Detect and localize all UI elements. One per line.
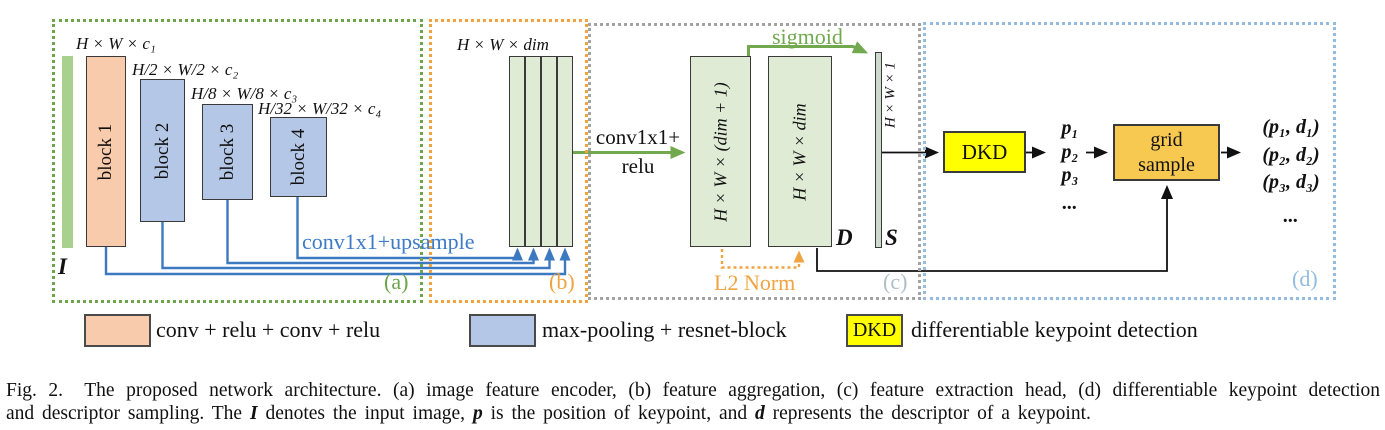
score-map-dim-label: H × W × 1 [882, 61, 899, 129]
output-pair-2: (p₂, d₂) [1262, 143, 1320, 166]
section-c-head-frame [588, 23, 921, 300]
skip-connection-label: conv1x1+upsample [302, 229, 475, 254]
output-ellipsis: ... [1283, 204, 1299, 227]
dkd-box-label: DKD [961, 139, 1008, 164]
section-d-dkd-frame [923, 22, 1336, 300]
section-d-label: (d) [1292, 266, 1318, 291]
output-pair-1: (p₁, d₁) [1262, 116, 1320, 138]
legend-resnet-swatch [469, 314, 536, 347]
keypoint-p3: p₃ [1061, 164, 1079, 186]
encoder-block-1-label: block 1 [95, 123, 116, 180]
caption-line1-text: The proposed network architecture. (a) i… [84, 380, 1381, 401]
caption-seg-0: and descriptor sampling. The [6, 403, 250, 424]
caption-seg-d: d [755, 403, 765, 424]
block-3-dim-label: H/8 × W/8 × c₃ [191, 84, 298, 103]
sigmoid-label: sigmoid [772, 24, 843, 49]
section-a-label: (a) [384, 269, 409, 294]
encoder-block-3-label: block 3 [216, 123, 238, 181]
section-a-encoder-frame [52, 19, 423, 303]
block-1-dim-label: H × W × c₁ [76, 34, 156, 53]
aggregated-feature-bar-2 [525, 56, 541, 247]
output-pair-3: (p₃, d₃) [1262, 171, 1320, 193]
legend-conv-label: conv + relu + conv + relu [156, 317, 381, 342]
caption-seg-I: I [249, 403, 258, 424]
section-c-label: (c) [883, 269, 908, 294]
grid-sample-label-line1: grid [1150, 128, 1183, 151]
caption-seg-p: p [472, 403, 483, 424]
aggregation-dim-label: H × W × dim [457, 35, 549, 54]
block-2-dim-label: H/2 × W/2 × c₂ [132, 60, 239, 79]
input-image-bar [62, 56, 73, 248]
score-map-letter: S [885, 225, 898, 250]
descriptor-map-dim-label: H × W × dim [789, 102, 810, 201]
aggregated-feature-bar-3 [541, 56, 557, 247]
descriptor-map-box: H × W × dim [768, 56, 832, 247]
aggregated-feature-bar-1 [509, 56, 525, 247]
keypoint-p2: p₂ [1061, 140, 1079, 163]
grid-sample-box: grid sample [1113, 124, 1220, 181]
legend-dkd-swatch: DKD [846, 314, 903, 347]
encoder-block-3: block 3 [202, 104, 253, 200]
section-b-label: (b) [549, 269, 575, 294]
section-b-aggregation-frame [429, 19, 588, 303]
feature-map-dim-plus-1-label: H × W × (dim + 1) [710, 81, 730, 222]
feature-map-dim-plus-1: H × W × (dim + 1) [690, 56, 751, 247]
aggregated-feature-bar-4 [557, 56, 573, 247]
encoder-block-4-label: block 4 [287, 128, 309, 186]
output-pair-list: (p₁, d₁) (p₂, d₂) (p₃, d₃) ... [1241, 114, 1341, 230]
legend-dkd-label: differentiable keypoint detection [911, 317, 1198, 342]
caption-seg-4: is the position of keypoint, and [482, 403, 755, 424]
encoder-block-2-label: block 2 [151, 122, 173, 179]
figure-caption-line2: and descriptor sampling. The I denotes t… [6, 402, 1380, 425]
score-map-bar [875, 52, 882, 248]
figure-number: Fig. 2. [6, 380, 64, 401]
block-4-dim-label: H/32 × W/32 × c₄ [258, 99, 382, 118]
legend-conv-swatch [84, 314, 151, 347]
input-image-label: I [58, 254, 67, 279]
conv1x1-relu-label-line1: conv1x1+ [595, 125, 681, 149]
conv1x1-relu-label-line2: relu [621, 154, 655, 178]
encoder-block-4: block 4 [270, 117, 327, 197]
keypoint-p1: p₁ [1061, 117, 1079, 139]
dkd-box: DKD [943, 131, 1026, 173]
caption-seg-2: denotes the input image, [257, 403, 473, 424]
keypoint-list: p₁ p₂ p₃ ... [1046, 117, 1094, 215]
figure-caption-line1: Fig. 2. The proposed network architectur… [6, 379, 1380, 402]
encoder-block-1: block 1 [86, 56, 126, 247]
keypoint-ellipsis: ... [1062, 191, 1078, 214]
l2-norm-label: L2 Norm [714, 270, 796, 295]
descriptor-map-letter: D [836, 225, 853, 250]
grid-sample-label-line2: sample [1138, 153, 1195, 176]
encoder-block-2: block 2 [140, 79, 185, 222]
caption-seg-6: represents the descriptor of a keypoint. [764, 403, 1091, 424]
legend-resnet-label: max-pooling + resnet-block [542, 317, 787, 342]
